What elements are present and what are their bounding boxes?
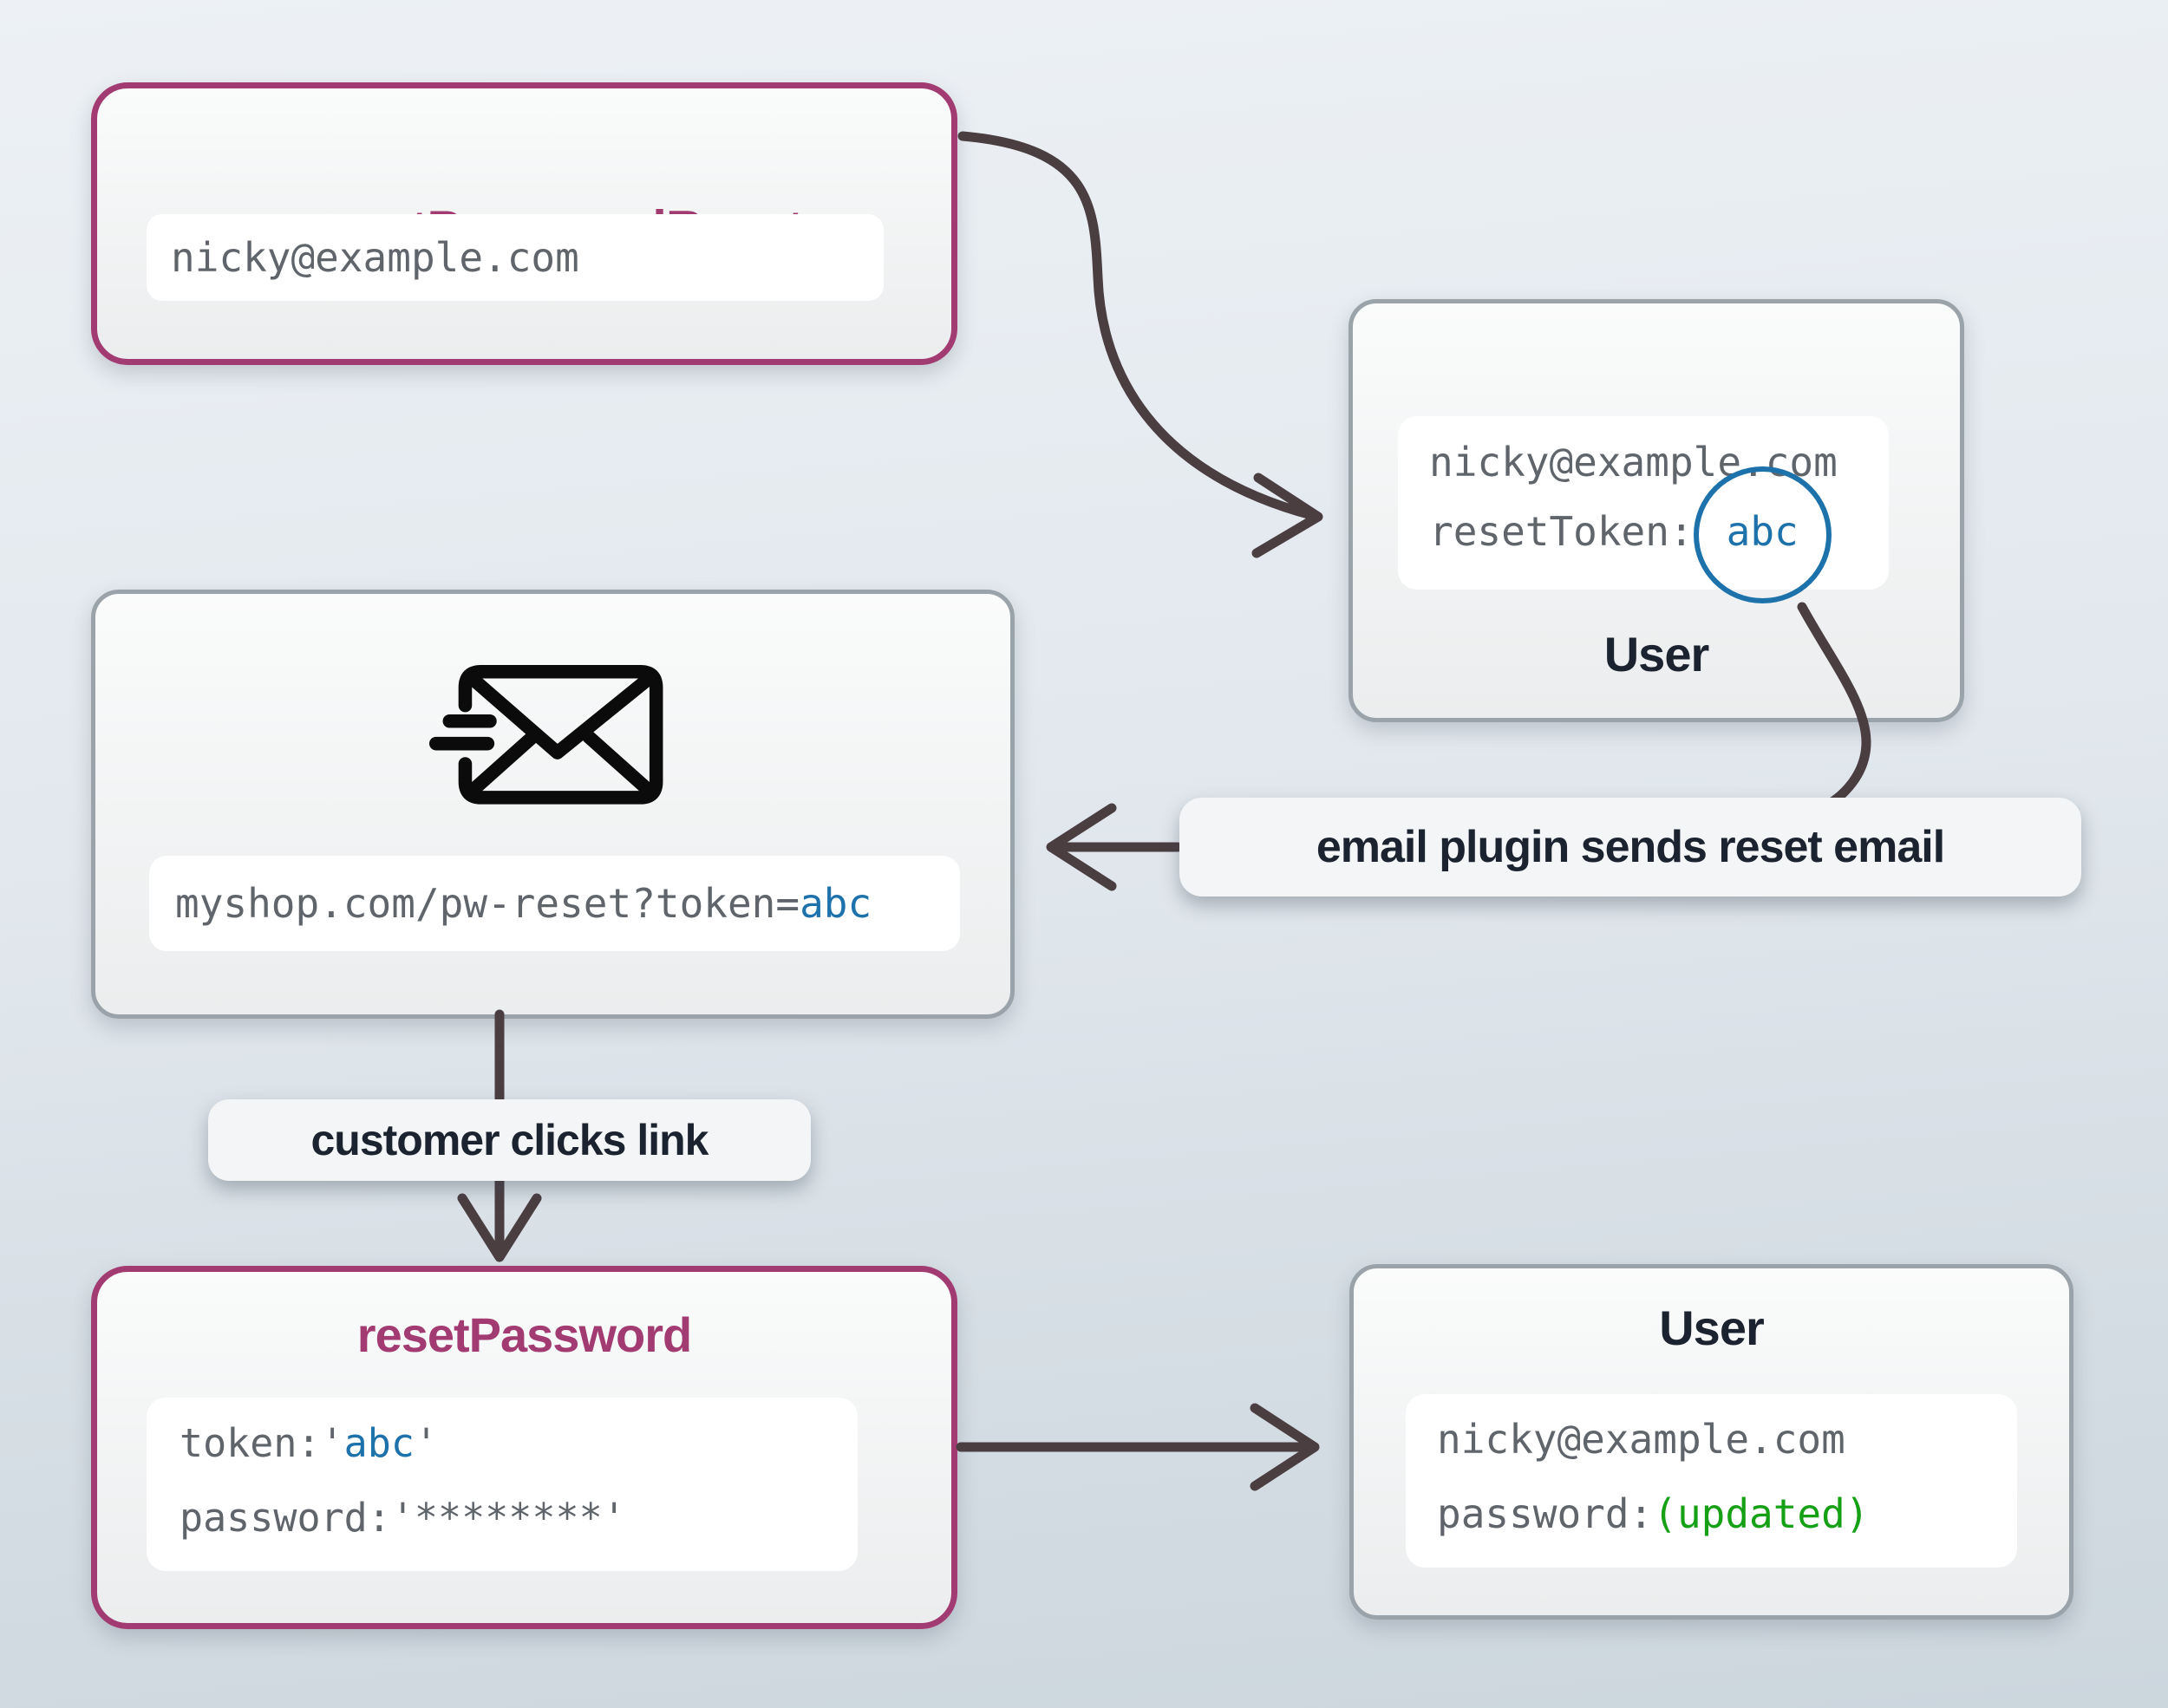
arrow-request-to-user-head xyxy=(1251,473,1323,558)
password-label: password: xyxy=(180,1494,391,1541)
arrow-request-to-user xyxy=(957,131,1316,520)
reset-password-panel: token: 'abc' password: '********' xyxy=(147,1398,858,1571)
user-card-bottom: User nicky@example.com password: (update… xyxy=(1349,1264,2073,1620)
user-bottom-email-value: nicky@example.com xyxy=(1437,1416,1845,1463)
email-input: nicky@example.com xyxy=(147,214,884,301)
reset-url-row: myshop.com/pw-reset?token=abc xyxy=(149,856,960,951)
user-card-top: User nicky@example.com resetToken: abc xyxy=(1348,299,1964,722)
token-row: token: 'abc' xyxy=(147,1418,858,1467)
reset-url-prefix: myshop.com/pw-reset?token= xyxy=(175,880,800,927)
user-card-bottom-title: User xyxy=(1659,1301,1765,1355)
user-email-value: nicky@example.com xyxy=(1429,439,1838,486)
sending-email-envelope-icon xyxy=(429,637,676,841)
password-row: password: '********' xyxy=(147,1493,858,1542)
reset-url-token: abc xyxy=(800,880,872,927)
token-value: abc xyxy=(343,1419,415,1466)
token-quote-open: ' xyxy=(320,1419,344,1466)
reset-password-title: resetPassword xyxy=(356,1307,692,1362)
label-email-plugin: email plugin sends reset email xyxy=(1179,798,2081,896)
user-bottom-password-value: (updated) xyxy=(1653,1490,1870,1537)
request-password-reset-card: requestPasswordReset nicky@example.com xyxy=(91,82,957,365)
reset-token-label: resetToken: xyxy=(1429,508,1694,555)
reset-token-value-circled: abc xyxy=(1693,466,1832,603)
reset-url-panel: myshop.com/pw-reset?token=abc xyxy=(149,856,960,951)
token-label: token: xyxy=(180,1419,321,1466)
reset-password-card: resetPassword token: 'abc' password: '**… xyxy=(91,1266,957,1629)
arrow-email-to-reset-password-head xyxy=(457,1193,542,1262)
arrow-label-to-email-card-head xyxy=(1046,803,1117,891)
email-input-value: nicky@example.com xyxy=(171,234,579,281)
reset-token-row: resetToken: abc xyxy=(1398,466,1889,603)
user-record-panel: nicky@example.com resetToken: abc xyxy=(1398,416,1889,603)
user-bottom-password-row: password: (updated) xyxy=(1406,1490,2017,1538)
reset-email-card: myshop.com/pw-reset?token=abc xyxy=(91,590,1015,1019)
token-quote-close: ' xyxy=(414,1419,439,1466)
user-card-top-title: User xyxy=(1603,627,1710,681)
password-value: '********' xyxy=(390,1494,626,1541)
arrow-reset-password-to-user-head xyxy=(1250,1403,1320,1491)
label-customer-clicks: customer clicks link xyxy=(208,1099,811,1181)
user-bottom-password-label: password: xyxy=(1437,1490,1654,1537)
user-updated-panel: nicky@example.com password: (updated) xyxy=(1406,1394,2017,1568)
